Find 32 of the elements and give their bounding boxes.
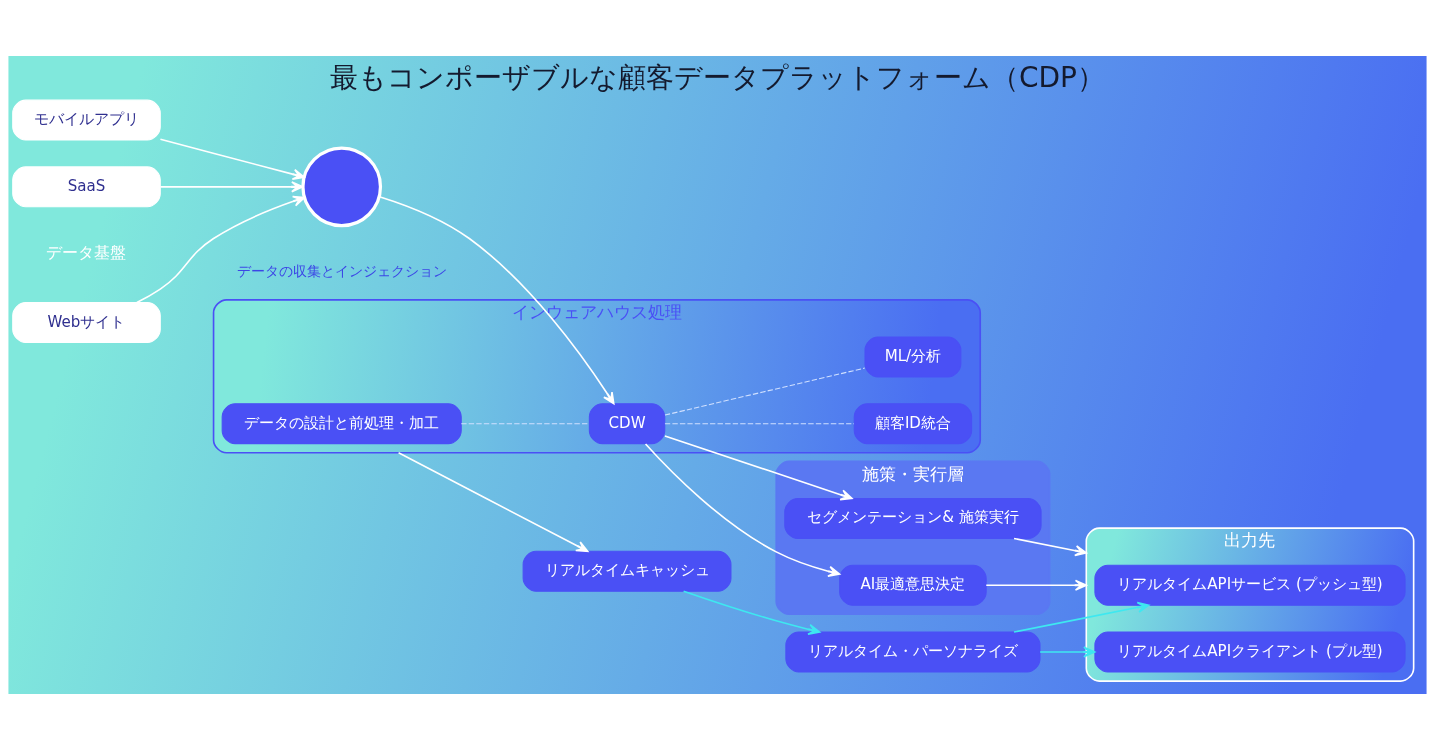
label: データ基盤 [46, 243, 127, 263]
node-box: リアルタイム・パーソナライズ [785, 631, 1041, 673]
node-box: リアルタイムキャッシュ [522, 550, 732, 592]
arrow [159, 181, 304, 193]
arrow [1013, 537, 1088, 557]
node-box: Webサイト [12, 302, 161, 343]
node-box: セグメンテーション& 施策実行 [784, 498, 1042, 539]
node-box: 顧客ID統合 [853, 403, 973, 445]
arrow [664, 435, 853, 501]
arrow [378, 195, 615, 405]
node-box: ML/分析 [864, 336, 962, 378]
connector [664, 423, 855, 425]
arrow [397, 452, 589, 553]
node-circle [301, 146, 383, 228]
node-label: データの収集とインジェクション [236, 262, 447, 279]
node-box: CDW [588, 403, 666, 445]
arrow [985, 579, 1088, 591]
arrow [644, 443, 841, 577]
arrow [1013, 601, 1150, 633]
node-box: モバイルアプリ [12, 99, 161, 141]
node-box: AI最適意思決定 [839, 564, 987, 606]
node-box: SaaS [12, 166, 161, 208]
node-box: リアルタイムAPIクライアント (プル型) [1094, 631, 1406, 673]
connector [460, 423, 590, 425]
arrow [1039, 646, 1096, 658]
diagram-title: 最もコンポーザブルな顧客データプラットフォーム（CDP） [330, 61, 1105, 95]
arrow [159, 138, 305, 180]
arrow [136, 195, 306, 304]
node-box: リアルタイムAPIサービス (プッシュ型) [1094, 564, 1406, 606]
arrow [682, 590, 821, 635]
node-box: データの設計と前処理・加工 [221, 403, 462, 445]
connector [664, 367, 866, 416]
